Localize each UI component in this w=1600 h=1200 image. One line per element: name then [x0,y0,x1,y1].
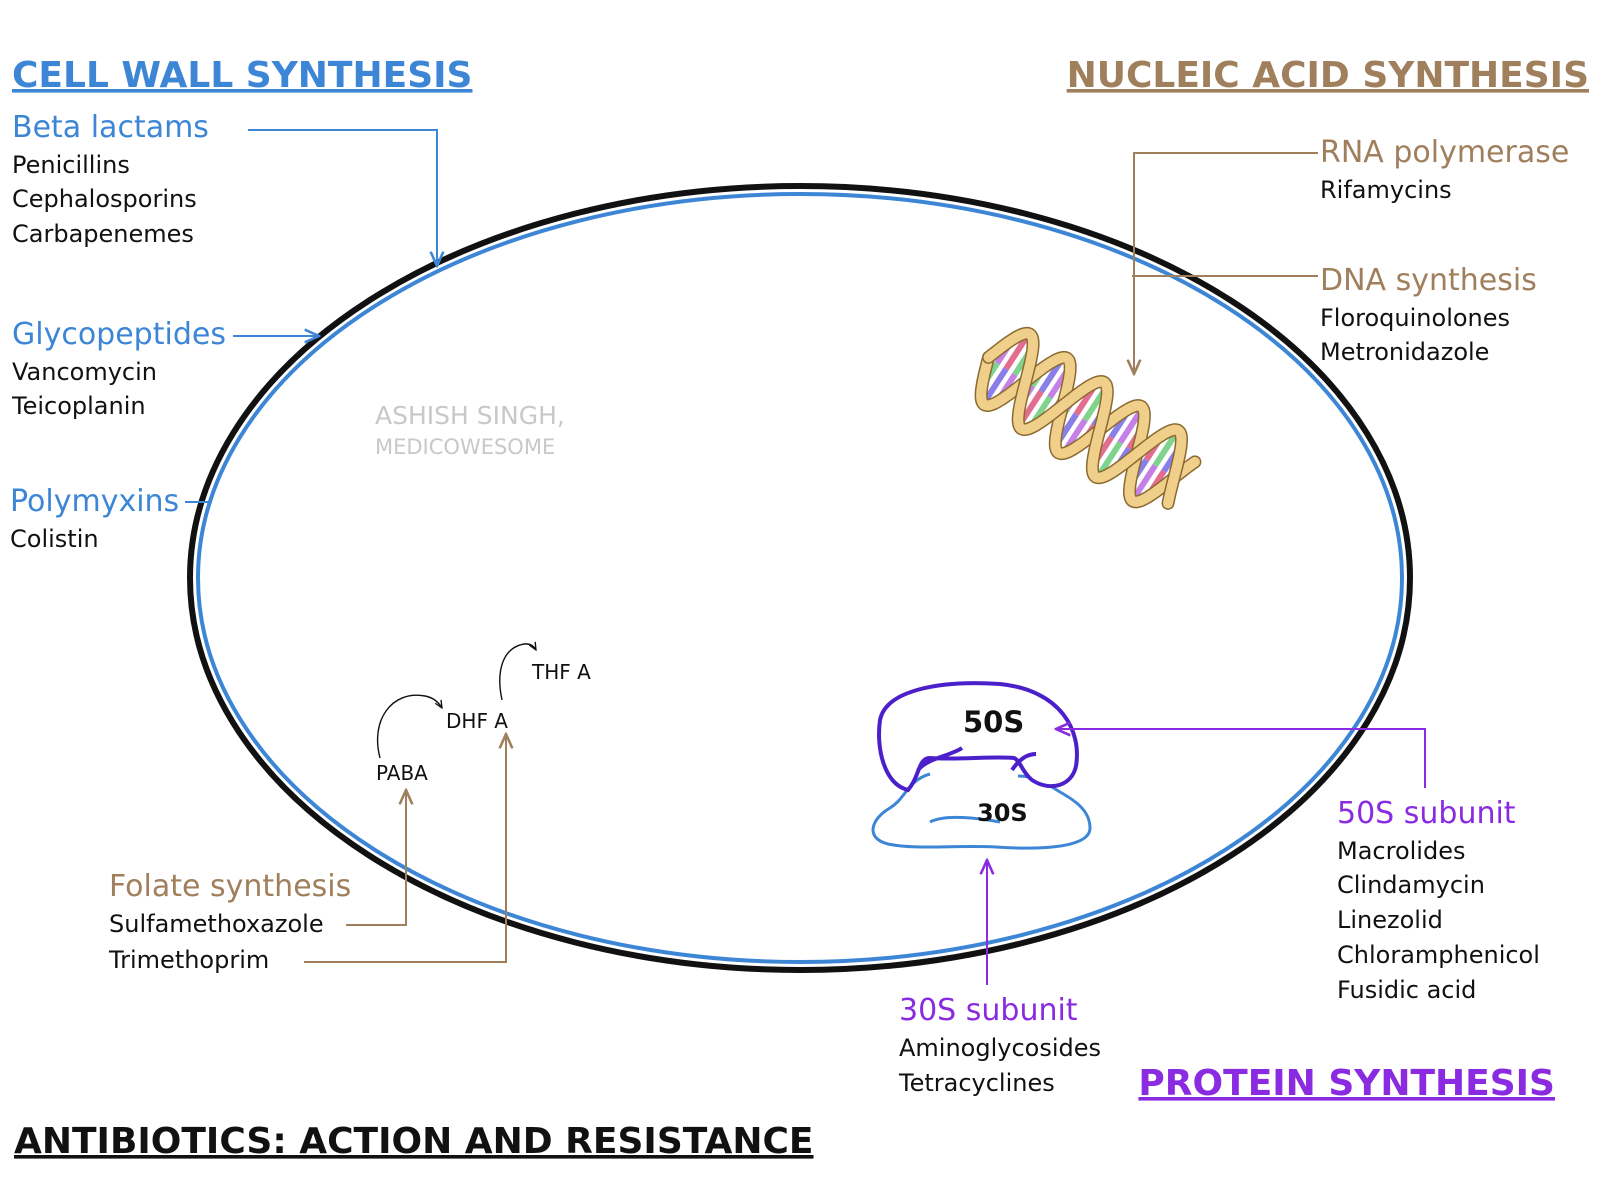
s50-item: Chloramphenicol [1337,941,1540,969]
sulfamethoxazole-arrow [346,790,406,926]
trimethoprim-arrow [304,734,506,963]
s50-item: Fusidic acid [1337,976,1476,1004]
ribosome-30s-label: 30S [977,799,1028,827]
watermark-line2: MEDICOWESOME [375,435,555,459]
dna-item: Metronidazole [1320,338,1489,366]
s30-title: 30S subunit [899,993,1078,1028]
main-title: ANTIBIOTICS: ACTION AND RESISTANCE [14,1121,814,1162]
s30-item: Aminoglycosides [899,1034,1101,1062]
dna-title: DNA synthesis [1320,263,1537,298]
dhfa-label: DHF A [446,709,508,733]
beta-lactams-arrow [248,129,437,266]
s50-arrow [1056,729,1426,788]
s50-item: Clindamycin [1337,871,1485,899]
ribosome-30s-notch [929,815,1001,824]
glycopeptides-title: Glycopeptides [12,317,226,352]
s50-item: Macrolides [1337,837,1465,865]
glycopeptides-item: Vancomycin [12,358,157,386]
beta-lactams-item: Carbapenemes [12,220,194,248]
watermark-line1: ASHISH SINGH, [375,401,565,430]
paba-to-dhfa-arrow [376,694,442,759]
glycopeptides-item: Teicoplanin [11,392,146,420]
ribosome-30s-shape [871,772,1092,850]
dna-helix-icon [974,326,1202,510]
ribosome-50s-groove [1010,752,1037,772]
s50-title: 50S subunit [1337,796,1516,831]
dna-item: Floroquinolones [1320,304,1510,332]
bacterial-cell [187,183,1413,973]
paba-label: PABA [376,761,428,785]
rna-arrow [1134,152,1318,374]
dhfa-to-thfa-arrow [499,644,536,701]
cell-inner-membrane [196,192,1404,964]
folate-title: Folate synthesis [109,869,351,904]
s30-item: Tetracyclines [898,1069,1055,1097]
rna-item: Rifamycins [1320,176,1452,204]
beta-lactams-title: Beta lactams [12,110,209,145]
heading-protein: PROTEIN SYNTHESIS [1138,1063,1555,1104]
folate-item: Sulfamethoxazole [109,910,324,938]
ribosome-50s-groove [916,746,964,772]
ribosome-50s-label: 50S [963,705,1024,739]
s50-item: Linezolid [1337,906,1443,934]
folate-item: Trimethoprim [108,946,269,974]
polymyxins-title: Polymyxins [10,484,179,519]
rna-title: RNA polymerase [1320,135,1569,170]
cell-outer-membrane [187,183,1413,973]
heading-cell-wall: CELL WALL SYNTHESIS [12,55,472,96]
ribosome-icon: 50S 30S [871,681,1092,850]
ribosome-50s-shape [877,681,1079,793]
thfa-label: THF A [531,660,591,684]
heading-nucleic: NUCLEIC ACID SYNTHESIS [1067,55,1589,96]
beta-lactams-item: Cephalosporins [12,185,197,213]
dna-backbone [976,352,1200,507]
polymyxins-item: Colistin [10,525,99,553]
beta-lactams-item: Penicillins [12,151,130,179]
dna-backbone [983,328,1187,509]
